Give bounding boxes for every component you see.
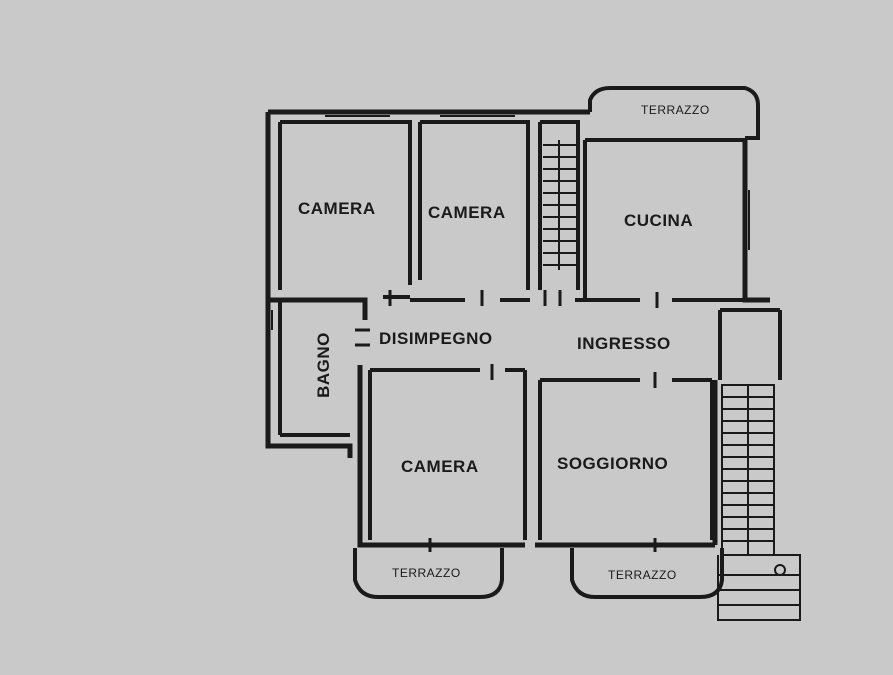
- terrace-right-outline: [570, 548, 724, 599]
- room-label-ingresso: INGRESSO: [577, 334, 671, 353]
- room-label-camera-2: CAMERA: [428, 203, 506, 222]
- terrace-left-outline: [353, 548, 504, 599]
- terrace-top-outline: [588, 86, 760, 140]
- room-label-camera-3: CAMERA: [401, 457, 479, 476]
- staircase-upper: [543, 140, 576, 270]
- staircase-exterior: [717, 384, 801, 621]
- room-label-disimpegno: DISIMPEGNO: [379, 329, 493, 348]
- windows: [271, 115, 750, 500]
- room-label-terrazzo-top: TERRAZZO: [641, 103, 710, 117]
- room-label-terrazzo-right: TERRAZZO: [608, 568, 677, 582]
- room-label-soggiorno: SOGGIORNO: [557, 454, 669, 473]
- interior-walls: [278, 120, 782, 540]
- room-label-camera-1: CAMERA: [298, 199, 376, 218]
- room-label-cucina: CUCINA: [624, 211, 694, 230]
- room-label-terrazzo-left: TERRAZZO: [392, 566, 461, 580]
- door-marks: [355, 290, 659, 552]
- room-label-bagno: BAGNO: [313, 332, 333, 398]
